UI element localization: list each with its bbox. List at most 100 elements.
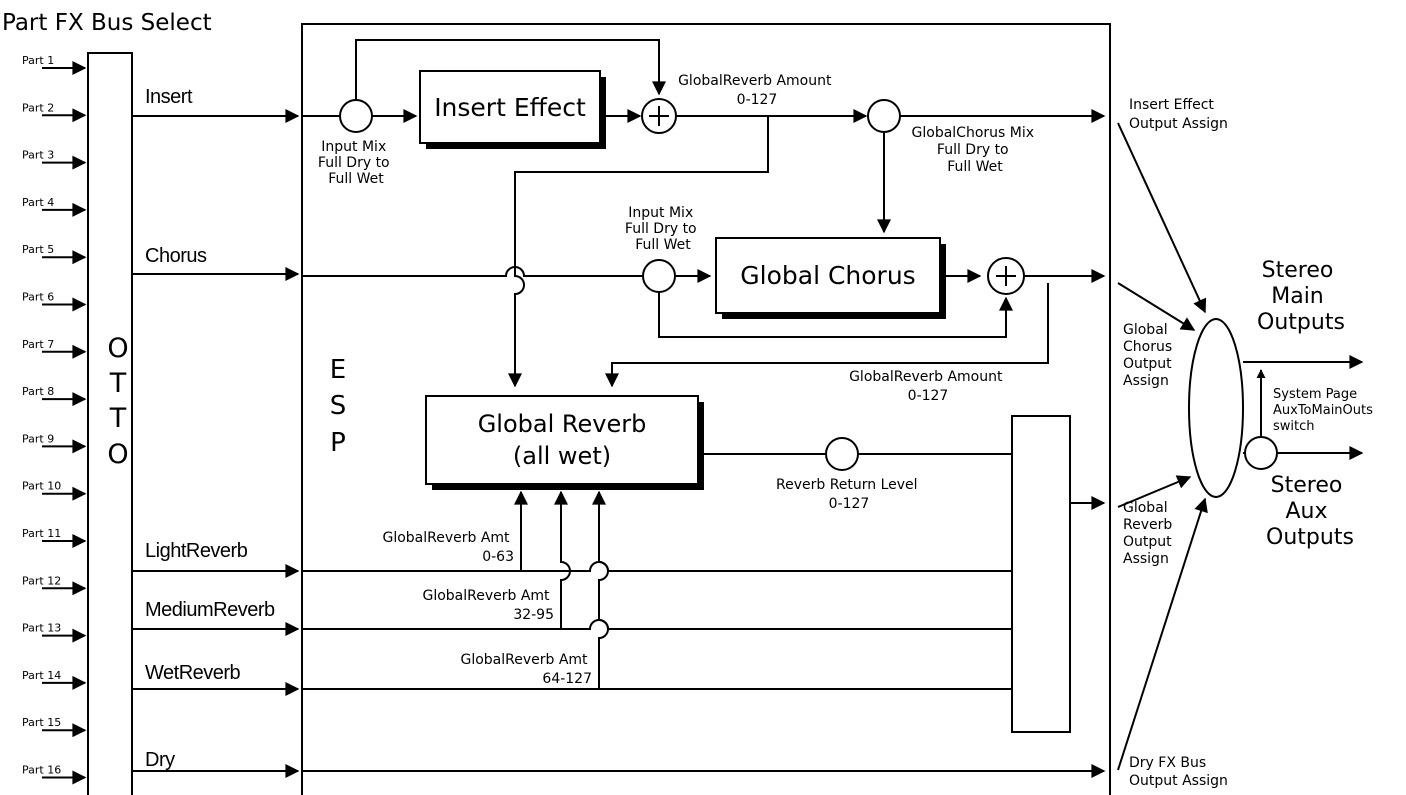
reverb-mixer-box <box>1011 415 1071 733</box>
otto-letter-4: O <box>107 439 128 470</box>
chorus-reverb-send-path <box>605 283 1049 388</box>
insert-input-mix-knob <box>339 99 373 133</box>
global-reverb-label-line1: Global Reverb <box>478 410 647 438</box>
part-inputs: Part 1 Part 2 Part 3 Part 4 Part 5 Part 6 Part… <box>22 54 87 785</box>
reverb-return-knob <box>825 437 859 471</box>
reverb-section: Global Reverb (all wet) <box>302 395 1106 778</box>
medium-reverb-bus-label: MediumReverb <box>145 599 275 621</box>
part-input-label: Part 2 <box>22 101 54 114</box>
part-input-4: Part 4 <box>22 196 87 217</box>
part-input-label: Part 6 <box>22 291 54 304</box>
insert-effect-box <box>419 70 601 144</box>
otto-letter-1: O <box>107 333 128 364</box>
part-input-label: Part 3 <box>22 149 54 162</box>
insert-effect-label: Insert Effect <box>434 93 586 122</box>
global-reverb-box <box>425 395 699 485</box>
esp-block: E S P <box>301 23 1111 795</box>
chorus-bus-label: Chorus <box>145 245 207 267</box>
medium-reverb-tap <box>554 490 571 629</box>
part-input-label: Part 9 <box>22 432 54 445</box>
part-input-12: Part 12 <box>22 574 87 596</box>
annotation-labels: Input Mix Full Dry to Full Wet GlobalRev… <box>318 73 1377 789</box>
dry-assign-label: Dry FX Bus Output Assign <box>1129 755 1228 789</box>
part-input-2: Part 2 <box>22 101 87 123</box>
aux-outputs-label: Stereo Aux Outputs <box>1266 473 1354 550</box>
medium-reverb-through-line <box>302 619 1049 636</box>
insert-assign-label: Insert Effect Output Assign <box>1129 97 1228 132</box>
output-labels: Stereo Main Outputs Stereo Aux Outputs <box>1257 258 1354 550</box>
otto-block: O T T O <box>87 52 133 795</box>
part-input-label: Part 14 <box>22 669 61 682</box>
part-input-label: Part 7 <box>22 338 54 351</box>
amt-wet-label: GlobalReverb Amt 64-127 <box>460 652 592 687</box>
part-input-13: Part 13 <box>22 622 87 643</box>
esp-box <box>301 23 1111 795</box>
part-input-label: Part 10 <box>22 480 61 493</box>
chorus-dry-path <box>658 292 1013 338</box>
part-input-label: Part 8 <box>22 385 54 398</box>
esp-letter-1: E <box>330 355 346 385</box>
part-input-16: Part 16 <box>22 764 87 785</box>
reverb-amount-2-label: GlobalReverb Amount 0-127 <box>849 369 1007 404</box>
global-reverb-label-line2: (all wet) <box>513 442 611 470</box>
insert-dry-path <box>355 39 666 100</box>
chorus-in-line <box>302 266 642 277</box>
dry-assign-line <box>1117 497 1208 771</box>
chorus-input-mix-knob <box>642 259 676 293</box>
insert-section: Insert Effect <box>302 39 1106 388</box>
chorus-sum-plus <box>996 266 1016 286</box>
part-input-label: Part 16 <box>22 764 61 777</box>
global-chorus-label: Global Chorus <box>740 261 915 290</box>
part-input-9: Part 9 <box>22 432 87 454</box>
part-input-label: Part 1 <box>22 54 54 67</box>
part-input-label: Part 11 <box>22 527 61 540</box>
part-input-1: Part 1 <box>22 54 87 75</box>
reverb-assign-line <box>1117 475 1192 508</box>
insert-sum-plus <box>649 106 669 126</box>
otto-letter-2: T <box>109 368 127 399</box>
amt-light-label: GlobalReverb Amt 0-63 <box>382 530 514 565</box>
reverb-assign-label: Global Reverb Output Assign <box>1123 500 1177 567</box>
part-input-7: Part 7 <box>22 338 87 359</box>
global-chorus-mix-label: GlobalChorus Mix Full Dry to Full Wet <box>912 125 1039 175</box>
part-input-11: Part 11 <box>22 527 87 548</box>
global-chorus-box <box>715 237 941 314</box>
reverb-return-label: Reverb Return Level 0-127 <box>776 477 922 512</box>
light-reverb-bus-label: LightReverb <box>145 540 248 562</box>
esp-letter-2: S <box>330 391 347 421</box>
part-input-8: Part 8 <box>22 385 87 407</box>
output-assign-node <box>1188 318 1244 498</box>
insert-assign-line <box>1117 122 1207 314</box>
part-input-label: Part 15 <box>22 716 61 729</box>
reverb-amount-1-label: GlobalReverb Amount 0-127 <box>678 73 836 108</box>
global-chorus-mix-knob <box>867 99 901 133</box>
part-input-6: Part 6 <box>22 291 87 312</box>
otto-letter-3: T <box>109 403 127 434</box>
part-input-label: Part 5 <box>22 243 54 256</box>
light-reverb-through-line <box>302 561 1049 578</box>
aux-to-main-switch-knob <box>1244 436 1278 470</box>
dry-bus-label: Dry <box>145 749 175 771</box>
chorus-assign-label: Global Chorus Output Assign <box>1123 322 1177 389</box>
amt-medium-label: GlobalReverb Amt 32-95 <box>422 588 554 623</box>
part-input-3: Part 3 <box>22 149 87 170</box>
chorus-section: Global Chorus <box>302 237 1106 388</box>
insert-reverb-send-path <box>508 116 769 388</box>
part-input-label: Part 4 <box>22 196 54 209</box>
otto-box <box>87 52 133 795</box>
insert-bus-label: Insert <box>145 86 193 108</box>
part-input-5: Part 5 <box>22 243 87 265</box>
part-input-label: Part 13 <box>22 622 61 635</box>
part-input-label: Part 12 <box>22 574 61 587</box>
insert-input-mix-label: Input Mix Full Dry to Full Wet <box>318 139 394 187</box>
fx-buses: Insert Chorus LightReverb MediumReverb W… <box>132 86 300 778</box>
part-input-10: Part 10 <box>22 480 87 501</box>
output-section <box>1117 122 1364 771</box>
part-input-14: Part 14 <box>22 669 87 690</box>
main-outputs-label: Stereo Main Outputs <box>1257 258 1345 335</box>
diagram-title: Part FX Bus Select <box>2 10 212 36</box>
part-input-15: Part 15 <box>22 716 87 738</box>
chorus-assign-line <box>1117 282 1196 331</box>
chorus-input-mix-label: Input Mix Full Dry to Full Wet <box>625 205 701 253</box>
system-switch-label: System Page AuxToMainOuts switch <box>1273 387 1377 434</box>
